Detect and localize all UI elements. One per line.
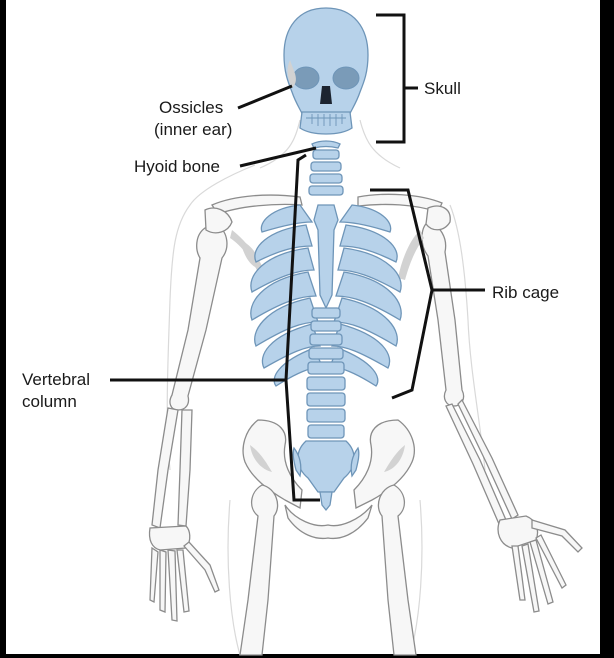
label-skull: Skull (424, 79, 461, 98)
left-arm-bones (148, 225, 262, 622)
label-vertebral-line1: Vertebral (22, 370, 90, 389)
label-rib-cage: Rib cage (492, 283, 559, 302)
right-arm-bones (421, 221, 583, 613)
label-vertebral-line2: column (22, 392, 77, 411)
ossicles-leader (237, 84, 293, 110)
label-ossicles-line2: (inner ear) (154, 120, 232, 139)
skull-bracket (376, 13, 406, 144)
hyoid-bone (311, 140, 341, 149)
label-ossicles-line1: Ossicles (159, 98, 223, 117)
vertebral-column (292, 149, 360, 512)
label-hyoid-bone: Hyoid bone (134, 157, 220, 176)
pelvis-and-legs (239, 419, 417, 656)
skull (283, 7, 369, 135)
shoulder-girdle (204, 193, 451, 282)
hyoid-leader (239, 146, 317, 168)
